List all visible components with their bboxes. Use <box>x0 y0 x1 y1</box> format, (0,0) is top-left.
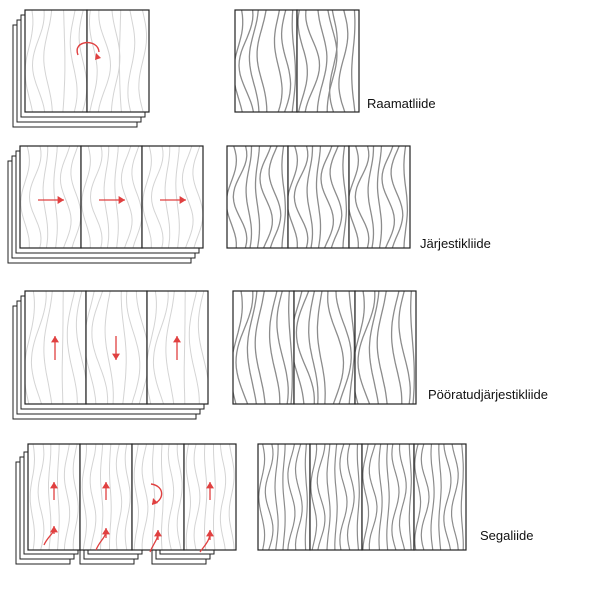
grain-lines <box>89 10 147 112</box>
grain-lines <box>414 444 464 550</box>
grain-lines <box>297 10 356 112</box>
panel-border <box>141 145 204 249</box>
arrow-head <box>102 482 110 489</box>
arrow-head <box>206 482 214 489</box>
flip-arrow <box>76 41 100 56</box>
arrow-head <box>118 196 125 204</box>
grain-lines <box>233 291 293 404</box>
grain-lines <box>81 444 131 550</box>
panel-border <box>86 9 150 113</box>
arrow-head <box>173 336 181 343</box>
arrow-head <box>51 336 59 343</box>
arrow-head <box>152 498 158 505</box>
panel-border <box>354 290 417 405</box>
grain-lines <box>227 146 287 248</box>
grain-lines <box>258 444 308 550</box>
arrow-head <box>95 53 101 60</box>
grain-lines <box>25 10 87 112</box>
veneer-panel <box>362 444 414 550</box>
label-raamatliide: Raamatliide <box>367 96 436 111</box>
arrow-head <box>179 196 186 204</box>
panel-border <box>146 290 209 405</box>
panel-border <box>348 145 411 249</box>
grain-lines <box>86 291 147 404</box>
panel-border <box>413 443 467 551</box>
arrow-head <box>57 196 64 204</box>
arrow-head <box>112 353 120 360</box>
panel-border <box>296 9 360 113</box>
grain-lines <box>288 146 348 248</box>
grain-lines <box>133 444 183 550</box>
label-segaliide: Segaliide <box>480 528 534 543</box>
panel-border <box>183 443 237 551</box>
label-jarjestikliide: Järjestikliide <box>420 236 491 251</box>
grain-lines <box>147 291 208 404</box>
veneer-panel <box>20 146 81 248</box>
grain-lines <box>185 444 235 550</box>
grain-lines <box>142 146 203 248</box>
veneer-panel <box>81 146 142 248</box>
grain-lines <box>81 146 142 248</box>
veneer-panel <box>355 291 416 404</box>
grain-lines <box>362 444 412 550</box>
arrow-head <box>206 530 214 537</box>
grain-lines <box>25 291 86 404</box>
grain-lines <box>235 10 297 112</box>
label-pooratudjarjestikliide: Pööratudjärjestikliide <box>428 387 548 402</box>
grain-lines <box>349 146 409 248</box>
veneer-panel <box>142 146 203 248</box>
grain-lines <box>294 291 355 404</box>
arrow-head <box>50 526 58 533</box>
arrow-head <box>154 530 162 537</box>
arrow-head <box>50 482 58 489</box>
grain-lines <box>20 146 81 248</box>
veneer-panel <box>87 10 149 112</box>
veneer-panel <box>233 291 294 404</box>
arrow-head <box>102 528 110 535</box>
grain-lines <box>355 291 415 404</box>
grain-lines <box>310 444 360 550</box>
veneer-panel <box>25 10 87 112</box>
